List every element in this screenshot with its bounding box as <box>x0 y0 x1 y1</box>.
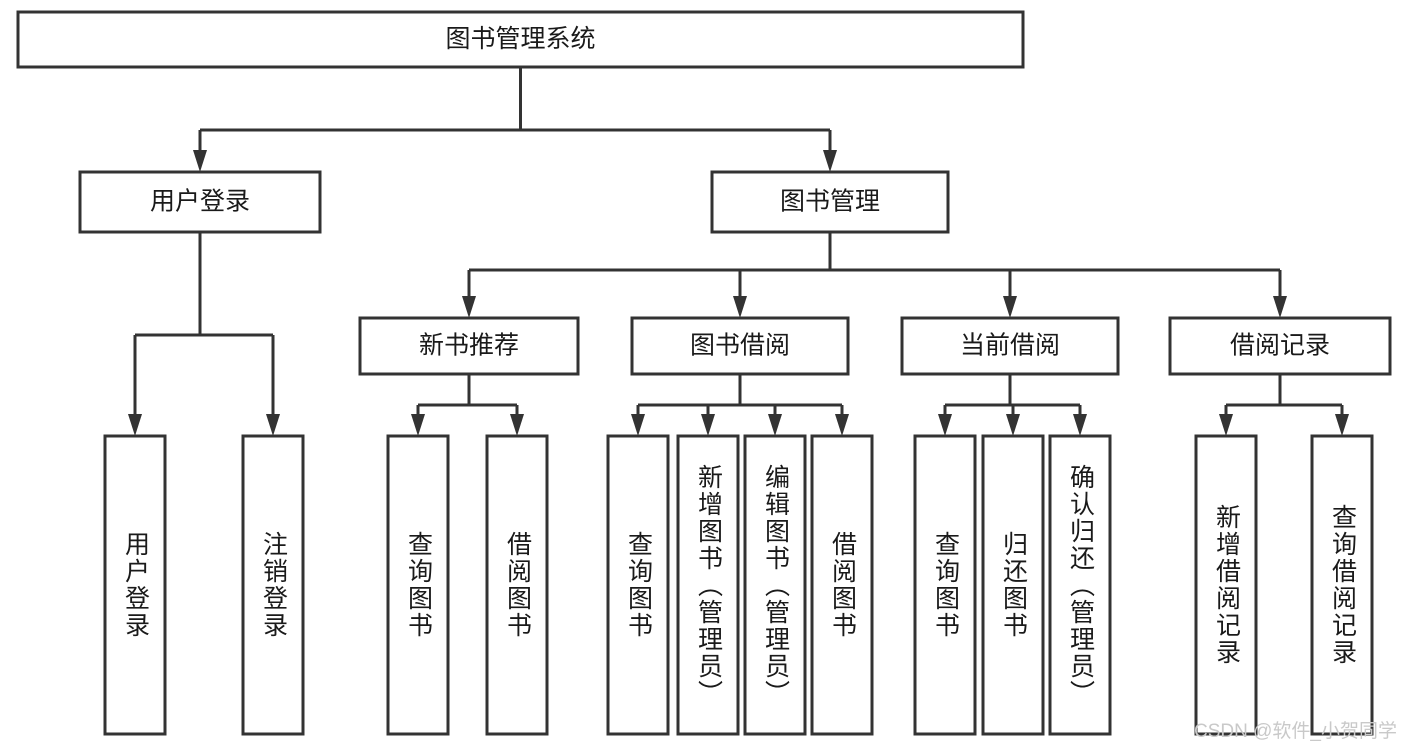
node-box-leaf-borrow-book-2[interactable] <box>810 434 874 736</box>
node-box-leaf-add-book[interactable] <box>676 434 740 736</box>
arrow-head-book-borrow <box>733 296 747 318</box>
node-box-book-manage[interactable] <box>710 170 950 234</box>
node-box-current-borrow[interactable] <box>900 316 1120 376</box>
arrow-head-leaf-add-book <box>701 414 715 436</box>
arrow-head-leaf-confirm-return <box>1073 414 1087 436</box>
node-box-leaf-query-book-3[interactable] <box>913 434 977 736</box>
arrow-head-user-login <box>193 150 207 172</box>
node-box-root[interactable] <box>16 10 1025 69</box>
node-label-root: 图书管理系统 <box>445 25 595 53</box>
arrow-head-leaf-borrow-book-2 <box>835 414 849 436</box>
arrow-head-borrow-record <box>1273 296 1287 318</box>
arrow-head-leaf-query-book-3 <box>938 414 952 436</box>
arrow-head-leaf-query-record <box>1335 414 1349 436</box>
arrow-head-leaf-borrow-book-1 <box>510 414 524 436</box>
node-box-leaf-borrow-book-1[interactable] <box>485 434 549 736</box>
arrow-head-current-borrow <box>1003 296 1017 318</box>
node-box-borrow-record[interactable] <box>1168 316 1392 376</box>
node-box-new-book-rec[interactable] <box>358 316 580 376</box>
node-box-leaf-user-login[interactable] <box>103 434 167 736</box>
csdn-watermark: CSDN @软件_小贺同学 <box>1194 721 1397 742</box>
arrow-head-leaf-user-logout <box>266 414 280 436</box>
node-label-user-login: 用户登录 <box>150 188 250 216</box>
node-label-current-borrow: 当前借阅 <box>960 332 1060 360</box>
node-label-book-manage: 图书管理 <box>780 188 880 216</box>
node-box-leaf-edit-book[interactable] <box>743 434 807 736</box>
arrow-head-leaf-add-record <box>1219 414 1233 436</box>
node-box-leaf-query-book-1[interactable] <box>386 434 450 736</box>
node-box-leaf-query-record[interactable] <box>1310 434 1374 736</box>
node-box-book-borrow[interactable] <box>630 316 850 376</box>
node-label-borrow-record: 借阅记录 <box>1230 332 1330 360</box>
connector-layer <box>128 67 1349 436</box>
arrow-head-leaf-return-book <box>1006 414 1020 436</box>
node-label-book-borrow: 图书借阅 <box>690 332 790 360</box>
arrow-head-book-manage <box>823 150 837 172</box>
node-box-leaf-return-book[interactable] <box>981 434 1045 736</box>
node-box-layer <box>16 10 1392 736</box>
arrow-head-leaf-user-login <box>128 414 142 436</box>
arrow-head-leaf-query-book-2 <box>631 414 645 436</box>
arrow-head-leaf-edit-book <box>768 414 782 436</box>
arrow-head-leaf-query-book-1 <box>411 414 425 436</box>
node-box-leaf-add-record[interactable] <box>1194 434 1258 736</box>
arrow-head-new-book-rec <box>462 296 476 318</box>
node-box-user-login[interactable] <box>78 170 322 234</box>
node-box-leaf-confirm-return[interactable] <box>1048 434 1112 736</box>
node-label-new-book-rec: 新书推荐 <box>419 332 519 360</box>
node-box-leaf-user-logout[interactable] <box>241 434 305 736</box>
node-box-leaf-query-book-2[interactable] <box>606 434 670 736</box>
